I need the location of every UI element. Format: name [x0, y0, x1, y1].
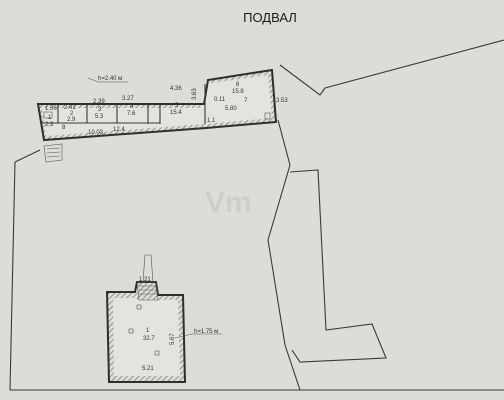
room-4-number: 4: [130, 104, 134, 110]
plan-title: ПОДВАЛ: [243, 10, 297, 25]
ceiling-height-upper: h=2.40 м: [98, 76, 122, 82]
side-dim-b: 3.53: [276, 98, 288, 104]
lower-basement-block: [105, 254, 187, 383]
ceiling-height-lower: h=1.75 м: [194, 329, 218, 335]
room-5-dim: 4.36: [170, 86, 182, 92]
lower-room-number: 1: [146, 328, 150, 334]
room-1-number: 1: [48, 115, 52, 121]
lower-room-area: 32.7: [143, 336, 155, 342]
lower-width-dim: 5.21: [142, 366, 154, 372]
stair-dim: 1.21: [139, 277, 151, 283]
corridor-label: 8: [62, 125, 66, 131]
room-4-area: 7.6: [127, 111, 136, 117]
watermark-logo: Vm: [205, 186, 252, 219]
upper-basement-wing: [36, 68, 278, 163]
room-5-area: 15.4: [170, 110, 182, 116]
side-dim-c: 1.1: [207, 118, 216, 124]
room-2-area: 2.9: [67, 117, 76, 123]
corridor-area: 12.4: [113, 127, 125, 133]
corridor-length: 10.03: [88, 130, 104, 136]
room-2-number: 2: [70, 111, 74, 117]
lower-height-dim: 5.67: [170, 333, 176, 345]
room-6-area: 15.8: [232, 89, 244, 95]
room-4-dim: 3.27: [122, 96, 134, 102]
room-3-dim: 2.39: [93, 99, 105, 105]
room-3-number: 3: [98, 107, 102, 113]
ceiling-callout-lower: [174, 333, 222, 339]
building-outline: [9, 39, 504, 391]
room-6-number: 6: [236, 82, 240, 88]
courtyard-recess: [289, 169, 387, 363]
room-3-area: 5.3: [95, 114, 104, 120]
ceiling-callout-upper: [87, 77, 128, 83]
room-2-dim: 2.41: [64, 105, 76, 111]
room-1-dim: 1.56: [45, 106, 57, 112]
side-dim-a: 3.63: [192, 88, 198, 100]
room-1-area: 2.3: [45, 122, 54, 128]
room-7-dim: 0.11: [214, 97, 226, 103]
room-5-number: 5: [175, 103, 179, 109]
room-7-number: 7: [244, 98, 248, 104]
room-6-dim: 5.80: [225, 106, 237, 112]
